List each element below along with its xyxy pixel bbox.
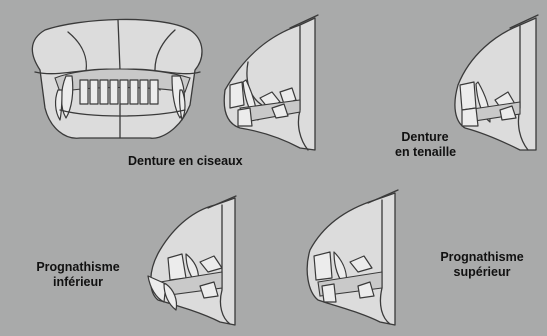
level-bite-label-line1: Denture	[395, 130, 455, 145]
level-bite-label: Denture en tenaille	[395, 130, 455, 160]
overbite-label-line2: supérieur	[432, 265, 532, 280]
level-bite-label-line2: en tenaille	[395, 145, 455, 160]
scissor-bite-label: Denture en ciseaux	[128, 154, 243, 169]
overbite-label-line1: Prognathisme	[432, 250, 532, 265]
underbite-label: Prognathisme inférieur	[28, 260, 128, 290]
overbite-label: Prognathisme supérieur	[432, 250, 532, 280]
underbite-label-line1: Prognathisme	[28, 260, 128, 275]
underbite-label-line2: inférieur	[28, 275, 128, 290]
